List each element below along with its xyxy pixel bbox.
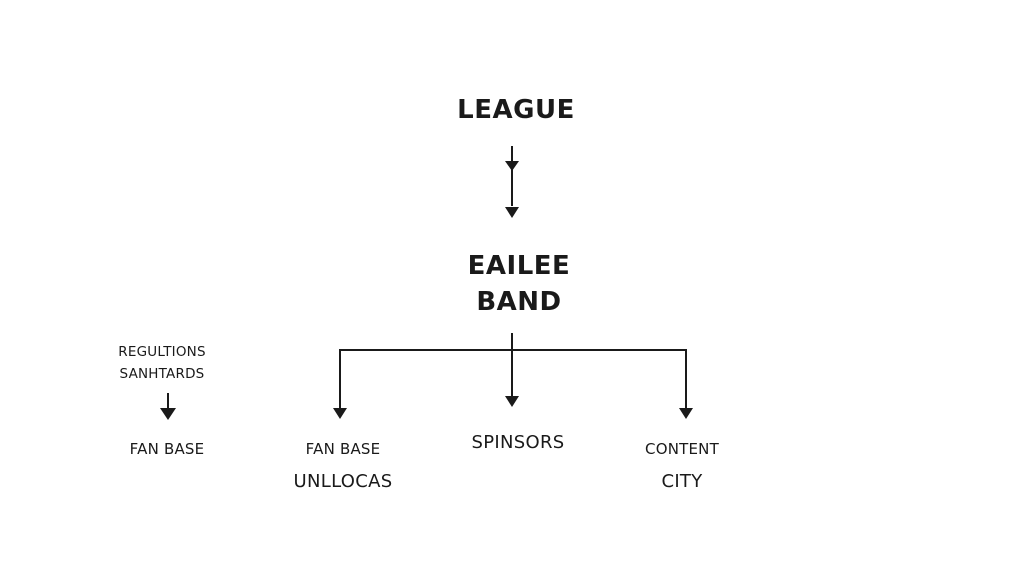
- node-spinsors: SPINSORS: [472, 432, 565, 455]
- node-regultions-line2: SANHTARDS: [119, 366, 205, 382]
- node-regultions: REGULTIONS SANHTARDS: [118, 341, 205, 385]
- node-content-line1: CONTENT: [645, 440, 719, 458]
- node-fan-base: FAN BASE UNLLOCAS: [294, 438, 393, 495]
- node-league: LEAGUE: [457, 92, 575, 128]
- arrowhead-content: [679, 408, 693, 419]
- node-content-line2: CITY: [661, 471, 703, 492]
- arrowhead: [505, 161, 519, 171]
- node-fan-base-left-label: FAN BASE: [129, 440, 205, 458]
- arrowhead: [505, 207, 519, 218]
- arrowhead-fan-base: [333, 408, 347, 419]
- node-content: CONTENT CITY: [645, 438, 719, 495]
- node-eailee-band-line1: EAILEE: [467, 251, 571, 281]
- arrow-league-to-band: [505, 146, 519, 218]
- node-eailee-band-line2: BAND: [476, 287, 562, 317]
- arrow-regultions-to-fan-base: [160, 393, 176, 420]
- branch-connector: [333, 333, 693, 419]
- node-fan-base-line1: FAN BASE: [305, 440, 381, 458]
- node-eailee-band: EAILEE BAND: [468, 248, 571, 320]
- node-fan-base-left: FAN BASE: [130, 440, 205, 459]
- node-regultions-line1: REGULTIONS: [118, 344, 206, 360]
- node-league-label: LEAGUE: [457, 95, 575, 125]
- node-fan-base-line2: UNLLOCAS: [293, 471, 393, 492]
- arrowhead-spinsors: [505, 396, 519, 407]
- arrowhead: [160, 408, 176, 420]
- node-spinsors-label: SPINSORS: [471, 432, 565, 453]
